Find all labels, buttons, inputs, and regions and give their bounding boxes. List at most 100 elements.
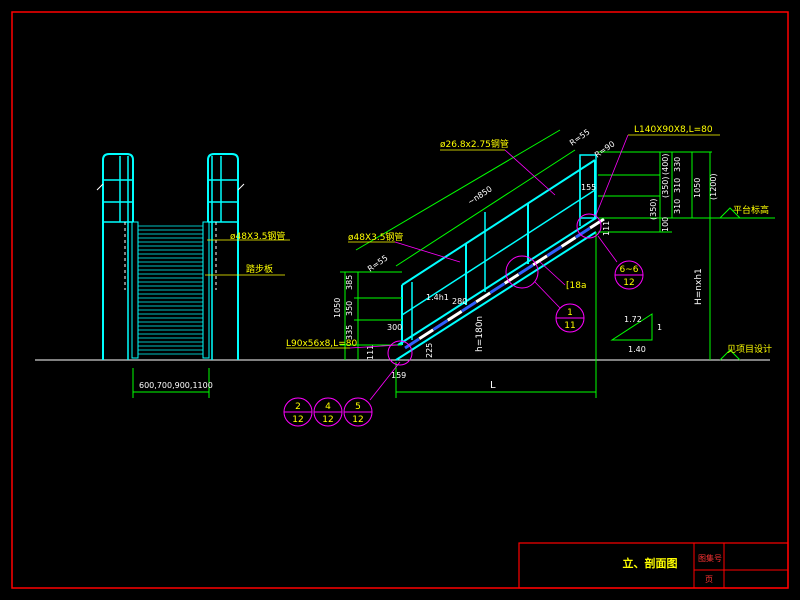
dim-400: (400): [661, 153, 670, 175]
dim-300: 300: [387, 323, 402, 332]
callout-5-top: 5: [355, 402, 361, 412]
left-tick: [96, 183, 104, 191]
callout-6-12: 6~6 12: [597, 235, 644, 290]
dim-1200: (1200): [709, 173, 718, 200]
h-label: h=180n: [475, 316, 485, 352]
angle-bottom-label: L90x56x8,L=80: [286, 339, 357, 349]
dim-310b: 310: [673, 199, 682, 214]
side-tread: [574, 226, 591, 239]
dim-310a: 310: [673, 178, 682, 193]
detail-circle-top: [576, 213, 602, 239]
title-block: 立、剖面图 图集号 页: [518, 542, 789, 589]
detail-circle-bottom: [387, 340, 413, 366]
right-dims: [598, 151, 712, 360]
dim-1050-left: 1050: [333, 298, 342, 318]
channel-leader: [539, 261, 566, 286]
dim-280: 280: [452, 297, 467, 306]
platform-rail: [579, 154, 597, 219]
left-view: ø48X3.5钢管 踏步板 600,700,900,1100: [96, 153, 290, 398]
dim-350b: (350): [661, 176, 670, 198]
platform-label: 平台标高: [733, 204, 769, 216]
dim-330: 330: [673, 157, 682, 172]
dim-1.4h1: 1.4h1: [426, 293, 449, 302]
callout-4-bottom: 12: [322, 415, 333, 425]
side-tread: [518, 263, 534, 276]
width-label: 600,700,900,1100: [139, 381, 213, 390]
dim-350: 350: [345, 301, 354, 316]
dim-R55-a: R=55: [568, 127, 592, 147]
right-pipe-label: ø48X3.5钢管: [348, 231, 403, 243]
top-pipe-label: ø26.8x2.75钢管: [440, 138, 509, 150]
handrail-main: [401, 159, 596, 286]
side-tread: [446, 310, 463, 322]
tread-lines: [138, 225, 203, 355]
dim-1050-right: 1050: [693, 178, 702, 198]
callout-1-bottom: 11: [564, 321, 575, 331]
dim-350c: (350): [649, 198, 658, 220]
dim-111-left: 111: [366, 345, 375, 360]
top-pipe-leader-2: [504, 149, 556, 196]
page-label: 页: [705, 575, 713, 584]
slope-1: 1.72: [624, 315, 642, 324]
stringer-top: [397, 217, 597, 346]
side-tread: [489, 282, 506, 294]
side-tread: [546, 245, 563, 257]
side-tread: [503, 273, 520, 285]
diag-dim-1: [355, 129, 561, 251]
side-tread: [589, 217, 605, 230]
side-tread: [560, 236, 577, 248]
right-handrail: [207, 153, 239, 360]
sheet-border: [11, 11, 789, 589]
dim-111-right: 111: [602, 221, 611, 236]
pipe-leader-right-2: [394, 241, 461, 263]
side-tread: [461, 300, 477, 313]
callout-6-top: 6~6: [620, 265, 639, 275]
slope-2: 1.40: [628, 345, 646, 354]
side-treads: [404, 217, 605, 350]
ground-marker: [719, 349, 741, 361]
dim-100: 100: [661, 217, 670, 232]
right-view: ~n850 385 350 335 1050 330 (400) (350) 3…: [286, 125, 775, 398]
dim-R55-b: R=55: [366, 253, 390, 273]
callout-2-top: 2: [295, 402, 301, 412]
callout-1-11: 1 11: [534, 281, 585, 333]
left-pipe-label: ø48X3.5钢管: [230, 230, 285, 242]
L-label: L: [490, 380, 496, 391]
platform-marker: [719, 207, 741, 219]
dim-R90: R=90: [593, 139, 617, 159]
callout-2-bottom: 12: [292, 415, 303, 425]
side-tread: [418, 328, 435, 341]
dim-335: 335: [345, 325, 354, 340]
drawing-no-label: 图集号: [698, 553, 722, 563]
slope-3: 1: [657, 323, 662, 332]
angle-top-label: L140X90X8,L=80: [634, 125, 713, 135]
callout-1-top: 1: [567, 308, 573, 318]
left-stringer: [131, 221, 139, 359]
left-handrail: [102, 153, 134, 360]
angle-top-leader-2: [595, 134, 629, 216]
callout-4-top: 4: [325, 402, 331, 412]
callout-6-bottom: 12: [623, 278, 634, 288]
slope-triangle: [610, 313, 653, 341]
stringer-bottom: [395, 231, 597, 361]
dim-225: 225: [425, 343, 434, 358]
side-tread: [475, 291, 491, 304]
right-tick: [237, 183, 245, 191]
handrail-mid: [401, 189, 596, 316]
tread-label: 踏步板: [246, 263, 273, 275]
diag-label: ~n850: [466, 184, 494, 206]
callout-5-bottom: 12: [352, 415, 363, 425]
ground-label: 见项目设计: [727, 343, 772, 355]
callout-group-bottom: 2 12 4 12 5 12: [283, 361, 401, 427]
side-tread: [432, 319, 449, 331]
side-tread: [404, 337, 420, 350]
dim-155: 155: [581, 183, 596, 192]
drawing-title: 立、剖面图: [623, 556, 678, 570]
dim-385: 385: [345, 275, 354, 290]
detail-circle-mid: [505, 255, 539, 289]
diag-dim-2: [395, 149, 576, 267]
H-label: H=nxh1: [694, 268, 704, 305]
dim-159: 159: [391, 371, 406, 380]
right-stringer: [202, 221, 210, 359]
